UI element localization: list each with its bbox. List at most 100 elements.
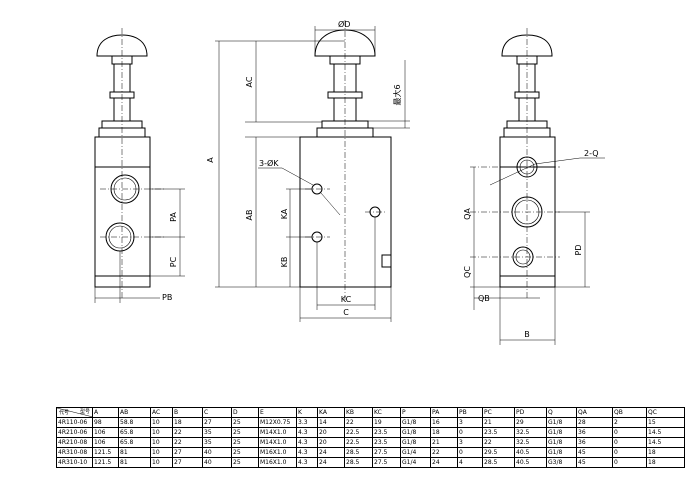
table-cell: 35 xyxy=(202,427,232,438)
column-header: QA xyxy=(576,407,613,418)
table-cell: 3.3 xyxy=(296,417,318,428)
dim-label-phi-d: ØD xyxy=(338,19,350,29)
table-cell: 40 xyxy=(202,447,232,458)
table-cell: 28 xyxy=(576,417,613,428)
table-cell: M12X0.75 xyxy=(258,417,297,428)
label-holes-3k: 3-ØK xyxy=(259,158,279,168)
table-cell: G1/8 xyxy=(546,447,577,458)
table-cell: G1/8 xyxy=(546,437,577,448)
table-cell: 28.5 xyxy=(344,447,373,458)
dim-label-qb: QB xyxy=(478,294,490,303)
table-cell: 10 xyxy=(150,447,173,458)
column-header: E xyxy=(258,407,297,418)
dim-label-a: A xyxy=(206,157,215,163)
column-header: P xyxy=(400,407,431,418)
table-cell: 22 xyxy=(172,437,203,448)
table-cell: 3 xyxy=(457,437,483,448)
table-cell: 10 xyxy=(150,427,173,438)
column-header: KA xyxy=(317,407,345,418)
table-cell: 32.5 xyxy=(514,427,547,438)
technical-drawing: PA PC PB ØD A xyxy=(94,19,605,345)
column-header: Q xyxy=(546,407,577,418)
dim-label-kc: KC xyxy=(341,295,352,304)
table-cell: 36 xyxy=(576,437,613,448)
table-cell: 24 xyxy=(317,457,345,468)
table-cell: 27 xyxy=(172,457,203,468)
table-cell: 25 xyxy=(231,437,259,448)
table-cell: 4.3 xyxy=(296,437,318,448)
table-cell: G1/4 xyxy=(400,447,431,458)
table-cell: 0 xyxy=(612,427,647,438)
body-notch xyxy=(381,254,392,268)
table-cell: 0 xyxy=(612,447,647,458)
column-header: A xyxy=(92,407,119,418)
table-cell: 23.5 xyxy=(482,427,515,438)
table-cell: 15 xyxy=(646,417,685,428)
table-cell: 40.5 xyxy=(514,447,547,458)
model-cell: 4R110-06 xyxy=(56,417,93,428)
table-cell: G1/8 xyxy=(546,417,577,428)
table-cell: 98 xyxy=(92,417,119,428)
table-cell: 18 xyxy=(646,457,685,468)
table-cell: 25 xyxy=(231,417,259,428)
column-header: KC xyxy=(372,407,401,418)
column-header: PD xyxy=(514,407,547,418)
table-cell: 27.5 xyxy=(372,457,401,468)
table-cell: 22 xyxy=(172,427,203,438)
table-cell: 19 xyxy=(372,417,401,428)
valve-body xyxy=(299,136,392,288)
mushroom-button xyxy=(96,34,148,57)
table-cell: 10 xyxy=(150,437,173,448)
table-cell: 16 xyxy=(430,417,458,428)
column-header: AB xyxy=(118,407,151,418)
table-cell: 24 xyxy=(430,457,458,468)
table-cell: M16X1.0 xyxy=(258,457,297,468)
table-cell: M16X1.0 xyxy=(258,447,297,458)
column-header: QC xyxy=(646,407,685,418)
valve-body xyxy=(94,136,151,288)
table-cell: G1/8 xyxy=(400,437,431,448)
table-cell: 18 xyxy=(172,417,203,428)
table-cell: 81 xyxy=(118,457,151,468)
table-cell: 40 xyxy=(202,457,232,468)
table-cell: 45 xyxy=(576,457,613,468)
table-cell: 4.3 xyxy=(296,457,318,468)
column-header: K xyxy=(296,407,318,418)
model-cell: 4R210-08 xyxy=(56,437,93,448)
table-cell: 65.8 xyxy=(118,437,151,448)
label-2q: 2-Q xyxy=(584,149,599,158)
table-cell: G1/4 xyxy=(400,457,431,468)
table-cell: 58.8 xyxy=(118,417,151,428)
table-cell: G1/8 xyxy=(546,427,577,438)
table-cell: 106 xyxy=(92,427,119,438)
table-cell: 10 xyxy=(150,417,173,428)
dim-label-qc: QC xyxy=(463,266,472,278)
table-cell: 22 xyxy=(482,437,515,448)
table-cell: 29 xyxy=(514,417,547,428)
column-header: PA xyxy=(430,407,458,418)
table-cell: 81 xyxy=(118,447,151,458)
center-view: ØD A AC AB 最大6 3-ØK KA KB xyxy=(206,19,410,322)
corner-label-model: 型号 xyxy=(79,409,90,415)
table-cell: 20 xyxy=(317,437,345,448)
table-cell: 27 xyxy=(172,447,203,458)
table-cell: 65.8 xyxy=(118,427,151,438)
table-cell: 0 xyxy=(612,457,647,468)
dim-label-ab: AB xyxy=(245,210,254,221)
table-cell: 21 xyxy=(482,417,515,428)
dim-label-stroke: 最大6 xyxy=(392,84,402,105)
table-cell: 14.5 xyxy=(646,437,685,448)
table-cell: 27 xyxy=(202,417,232,428)
dim-label-qa: QA xyxy=(463,208,472,220)
model-cell: 4R210-06 xyxy=(56,427,93,438)
table-cell: G1/8 xyxy=(400,427,431,438)
table-cell: 14 xyxy=(317,417,345,428)
table-cell: 22.5 xyxy=(344,437,373,448)
column-header: PB xyxy=(457,407,483,418)
